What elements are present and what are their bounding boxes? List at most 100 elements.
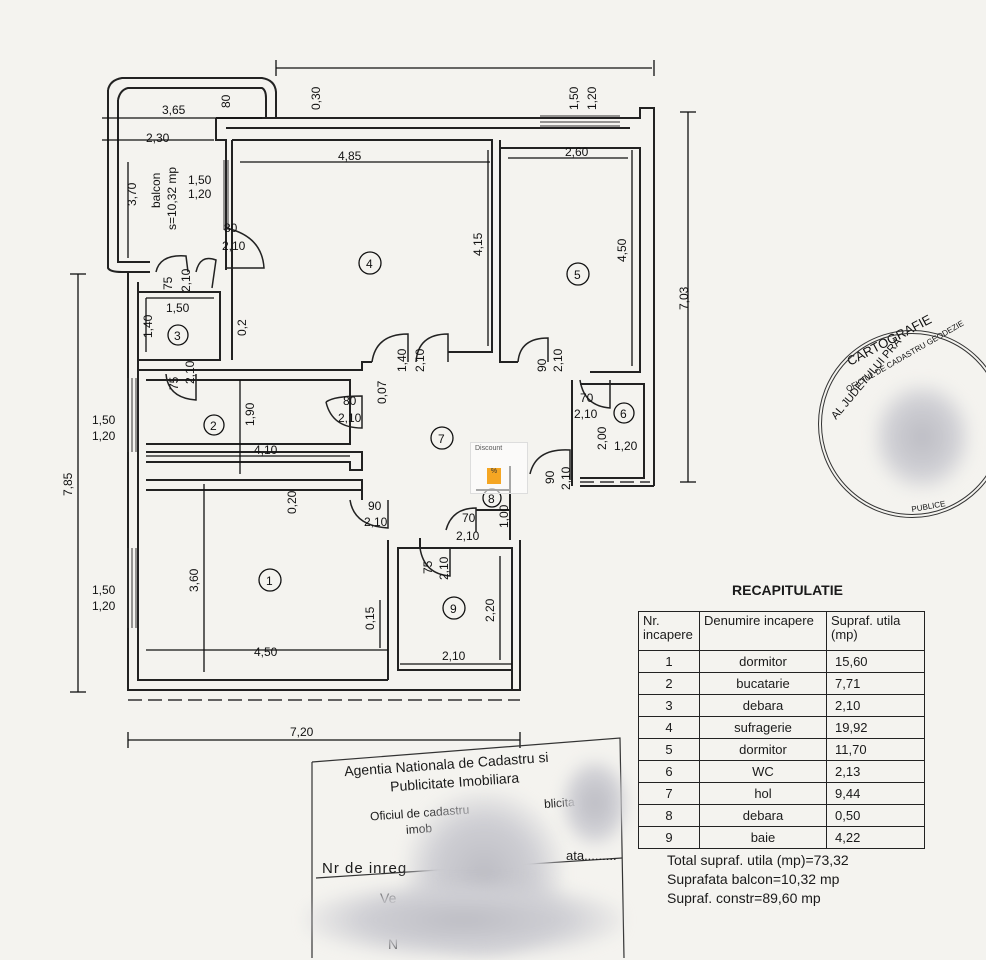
dim-door-80b-210: 2,10: [338, 411, 362, 425]
dim-win-room1-a: 1,50: [92, 583, 116, 597]
recap-cell-nr: 6: [638, 760, 700, 783]
room-number-7: 7: [438, 432, 445, 446]
dim-room8-door-210: 2,10: [456, 529, 480, 543]
room-number-3: 3: [174, 329, 181, 343]
door-arcs: [155, 227, 611, 577]
recap-cell-nr: 7: [638, 782, 700, 805]
seal-blur: [872, 382, 972, 492]
dim-room5-width: 2,60: [565, 145, 589, 159]
room-circles: [167, 251, 635, 620]
recap-cell-area: 0,50: [826, 804, 925, 827]
stamp-line-5: Nr de inreg: [322, 860, 408, 877]
recap-cell-nr: 3: [638, 694, 700, 717]
dim-hall-007: 0,07: [375, 380, 389, 404]
room-circle-3: [167, 324, 189, 346]
recap-cell-area: 4,22: [826, 826, 925, 849]
recap-cell-area: 15,60: [826, 650, 925, 673]
room-number-5: 5: [574, 268, 581, 282]
dashed-outline: [128, 481, 650, 701]
dim-door-210a: 2,10: [222, 239, 246, 253]
dim-door-80b: 80: [343, 394, 357, 408]
windows: [127, 115, 620, 628]
dim-total-height-left: 7,85: [61, 472, 75, 496]
room-circle-2: [203, 414, 225, 436]
dim-room1-020: 0,20: [285, 490, 299, 514]
dim-room9-width: 2,10: [442, 649, 466, 663]
dim-room3-height: 1,40: [141, 314, 155, 338]
recap-cell-name: dormitor: [699, 738, 827, 761]
dim-room9-door-75: 75: [421, 560, 435, 574]
room-number-8: 8: [488, 492, 495, 506]
dim-door-90-room1: 90: [368, 499, 382, 513]
recap-cell-nr: 8: [638, 804, 700, 827]
stamp-line-5b: ata.........: [566, 848, 617, 863]
recap-cell-name: sufragerie: [699, 716, 827, 739]
balcony-label: balcon: [149, 173, 163, 208]
recap-cell-name: debara: [699, 804, 827, 827]
dim-win-top-a: 1,50: [567, 86, 581, 110]
dim-room3-02: 0,2: [235, 319, 249, 336]
discount-tag[interactable]: %: [487, 468, 501, 484]
dim-room1-015: 0,15: [363, 606, 377, 630]
recap-header-name: Denumire incapere: [699, 611, 827, 651]
balcony-area: s=10,32 mp: [165, 167, 179, 230]
dim-win-balcony-b: 1,20: [188, 187, 212, 201]
recap-header-area: Supraf. utila (mp): [826, 611, 925, 651]
recap-table: Nr. incapere Denumire incapere Supraf. u…: [638, 611, 925, 849]
dim-room3-door-75: 75: [161, 276, 175, 290]
recap-cell-area: 7,71: [826, 672, 925, 695]
room-circle-6: [613, 402, 635, 424]
dim-door-90-room1-210: 2,10: [364, 515, 388, 529]
dim-win-room2-b: 1,20: [92, 429, 116, 443]
room-number-1: 1: [266, 574, 273, 588]
total-useful: Total supraf. utila (mp)=73,32: [667, 852, 849, 868]
dim-room2-width: 4,10: [254, 443, 278, 457]
dim-balcony-top: 80: [219, 94, 233, 108]
dim-room1-width: 4,50: [254, 645, 278, 659]
dim-door-80a: 80: [224, 221, 238, 235]
dim-room2-height: 1,90: [243, 402, 257, 426]
dim-top-030: 0,30: [309, 86, 323, 110]
stamp-blur-3: [560, 758, 630, 848]
dim-balcony-width: 3,65: [162, 103, 186, 117]
dim-room9-door-210: 2,10: [437, 556, 451, 580]
dim-total-width: 7,20: [290, 725, 314, 739]
dim-room6-width: 1,20: [614, 439, 638, 453]
recap-cell-name: debara: [699, 694, 827, 717]
recap-cell-nr: 2: [638, 672, 700, 695]
dim-room4-height: 4,15: [471, 232, 485, 256]
recap-cell-nr: 1: [638, 650, 700, 673]
dim-room6-door-70: 70: [580, 391, 594, 405]
official-seal: [818, 330, 986, 518]
recap-cell-area: 11,70: [826, 738, 925, 761]
discount-label: Discount: [475, 445, 503, 452]
dim-win-balcony-a: 1,50: [188, 173, 212, 187]
room-number-4: 4: [366, 257, 373, 271]
discount-overlay[interactable]: Discount %: [470, 442, 528, 494]
dim-room9-height: 2,20: [483, 598, 497, 622]
dim-room5-height: 4,50: [615, 238, 629, 262]
recap-cell-name: hol: [699, 782, 827, 805]
recap-cell-name: baie: [699, 826, 827, 849]
dim-total-height-right: 7,03: [677, 286, 691, 310]
balcony-total: Suprafata balcon=10,32 mp: [667, 871, 840, 887]
built-total: Supraf. constr=89,60 mp: [667, 890, 821, 906]
dim-win-room1-b: 1,20: [92, 599, 116, 613]
recap-cell-nr: 5: [638, 738, 700, 761]
recap-cell-area: 9,44: [826, 782, 925, 805]
dim-room3-door-210: 2,10: [179, 268, 193, 292]
dim-door-90-entrance: 90: [543, 470, 557, 484]
walls: [107, 77, 655, 691]
dimension-lines: [70, 60, 696, 748]
recap-header-nr: Nr. incapere: [638, 611, 700, 651]
recap-cell-name: dormitor: [699, 650, 827, 673]
dim-room8-height: 1,00: [497, 504, 511, 528]
stamp-blur-2: [304, 880, 624, 960]
room-circle-7: [430, 426, 454, 450]
dim-door-140: 1,40: [395, 348, 409, 372]
